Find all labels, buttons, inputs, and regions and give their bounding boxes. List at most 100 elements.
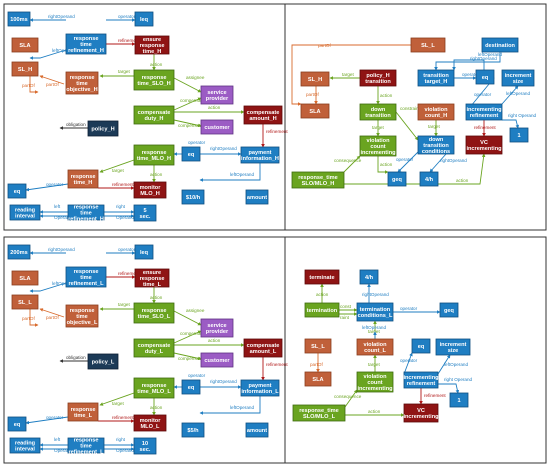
- node-label: amount_L: [250, 349, 277, 355]
- node-label: refinement: [407, 381, 436, 387]
- edge-label: right Operand: [444, 377, 473, 382]
- node-label: 5: [143, 208, 146, 214]
- edge-top-right-12: [502, 119, 520, 129]
- edge-label: Operand: [54, 215, 72, 220]
- node-label: time: [80, 42, 92, 48]
- node-label: response: [74, 269, 99, 275]
- node-label: response: [140, 43, 165, 49]
- node-box: [65, 71, 99, 95]
- edge-label: partOf: [22, 316, 35, 321]
- node-label: down: [429, 137, 444, 143]
- node-box: [245, 422, 269, 438]
- edge-top-right-17: [429, 153, 447, 173]
- node-label: response: [142, 383, 167, 389]
- edge-bottom-left-18: [199, 396, 261, 415]
- node-top-right-sl_l: SL_L: [410, 37, 446, 53]
- node-label: eq: [188, 152, 195, 158]
- node-label: sec.: [140, 214, 151, 220]
- edge-label: partOf: [310, 362, 323, 367]
- node-label: SLA: [19, 43, 30, 49]
- node-label: size: [513, 79, 524, 85]
- node-label: sec.: [140, 447, 151, 453]
- edge-label: action: [208, 338, 221, 343]
- node-label: monitor: [140, 185, 162, 191]
- node-box: [300, 71, 330, 87]
- node-top-right-geq: geq: [387, 171, 407, 187]
- node-label: termination: [307, 308, 338, 314]
- node-box: [356, 302, 394, 322]
- node-label: terminate: [309, 275, 334, 281]
- node-box: [67, 437, 105, 454]
- node-box: [134, 244, 154, 260]
- node-label: customer: [204, 125, 230, 131]
- edge-label: action: [456, 178, 469, 183]
- edge-top-right-0: [291, 44, 411, 106]
- node-label: eq: [418, 344, 425, 350]
- edge-label: target: [372, 125, 384, 130]
- node-box: [300, 103, 330, 119]
- edge-label: action: [380, 162, 393, 167]
- node-box: [304, 371, 332, 387]
- node-box: [465, 103, 503, 121]
- edge-label: target: [112, 168, 124, 173]
- node-box: [67, 169, 99, 189]
- edge-label: left: [54, 204, 61, 209]
- edge-label: right: [116, 204, 126, 209]
- node-box: [200, 119, 234, 135]
- node-label: policy_L: [92, 360, 115, 366]
- edge-label: action: [208, 105, 221, 110]
- edge-label: Operand: [116, 215, 134, 220]
- node-label: SLA: [19, 276, 30, 282]
- edge-top-left-3: [29, 49, 67, 60]
- edge-label: operator: [474, 92, 492, 97]
- node-box: [11, 61, 39, 77]
- node-box: [134, 11, 154, 27]
- node-label: response: [142, 308, 167, 314]
- edge-label: obligation: [66, 122, 86, 127]
- edge-label: partOf: [306, 92, 319, 97]
- node-label: SLO/MLO_H: [302, 181, 335, 187]
- edge-bottom-right-12: [438, 383, 460, 394]
- node-label: service: [207, 323, 226, 329]
- node-label: provider: [206, 329, 229, 335]
- edge-bottom-left-7: [29, 305, 39, 327]
- edge-top-right-8: [395, 111, 419, 141]
- edge-bottom-right-13: [344, 389, 358, 408]
- node-label: response_time: [298, 175, 337, 181]
- node-box: [410, 37, 446, 53]
- node-label: violation: [425, 107, 449, 113]
- node-label: response: [74, 205, 99, 211]
- node-label: response: [70, 308, 95, 314]
- node-label: count: [367, 380, 382, 386]
- node-box: [356, 338, 394, 356]
- node-label: termination: [360, 307, 391, 313]
- node-box: [7, 11, 31, 27]
- edge-label: target: [342, 72, 354, 77]
- node-box: [11, 37, 39, 53]
- node-label: eq: [188, 385, 195, 391]
- node-box: [419, 171, 439, 187]
- edge-label: consequence: [334, 394, 362, 399]
- node-label: conditions_L: [358, 313, 393, 319]
- node-top-right-eq: eq: [475, 69, 495, 85]
- node-box: [304, 269, 340, 285]
- node-bottom-left-n5h: $5/h: [181, 422, 205, 438]
- node-box: [356, 371, 394, 393]
- edge-top-left-18: [199, 163, 261, 182]
- node-bottom-left-eq: eq: [181, 379, 201, 395]
- node-label: 1: [517, 133, 520, 139]
- node-label: MLO_H: [140, 191, 160, 197]
- edge-label: compensatingParty: [180, 98, 220, 103]
- node-label: payment: [248, 150, 271, 156]
- node-label: VC: [480, 140, 488, 146]
- node-label: SLA: [309, 109, 320, 115]
- node-box: [304, 338, 332, 354]
